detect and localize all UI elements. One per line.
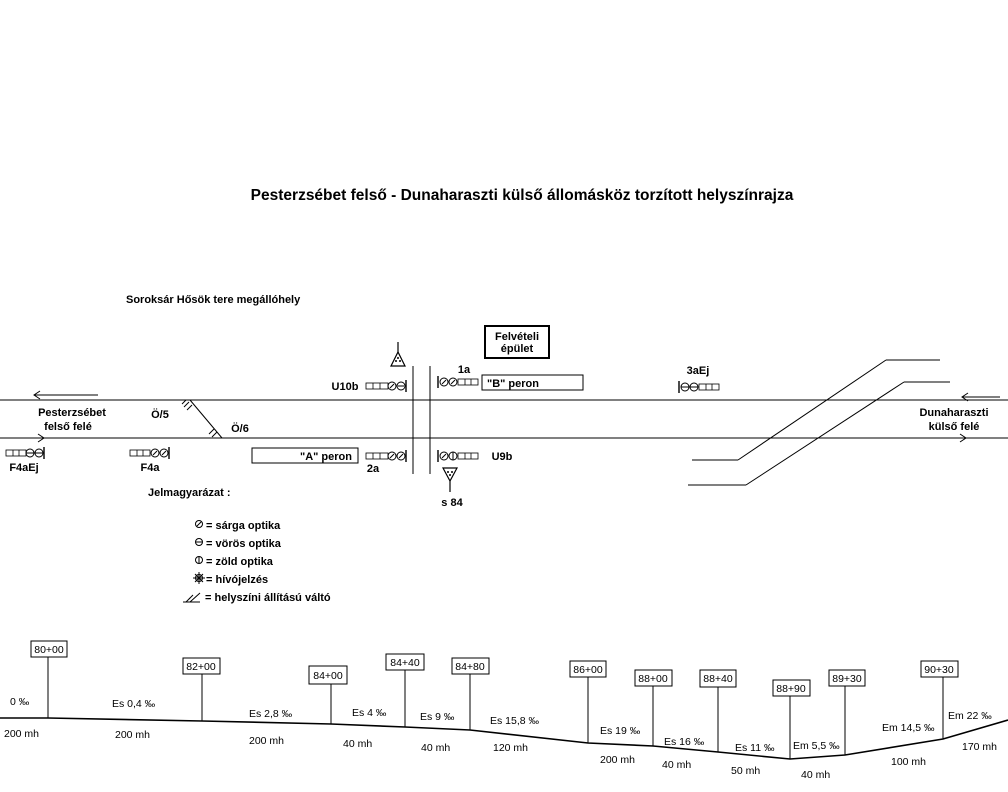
building-label-line2: épület — [501, 343, 534, 355]
right-lower-arrow — [905, 433, 967, 443]
gradient-label-8: Es 16 ‰ — [664, 736, 705, 748]
right-direction-line2: külső felé — [929, 421, 980, 433]
stop-name-label: Soroksár Hősök tere megállóhely — [126, 294, 301, 306]
length-label-8: 40 mh — [662, 759, 691, 771]
signal-3aej-icon — [678, 381, 720, 393]
green-optic-icon — [195, 556, 203, 564]
building-label-line1: Felvételi — [495, 331, 539, 343]
platform-b-label: "B" peron — [487, 378, 539, 390]
length-label-7: 200 mh — [600, 754, 635, 766]
chainage-label-1: 80+00 — [34, 644, 64, 656]
hand-switch-icon — [183, 592, 201, 603]
legend-title: Jelmagyarázat : — [148, 487, 231, 499]
diagram-title: Pesterzsébet felső - Dunaharaszti külső … — [251, 187, 794, 204]
chainage-label-3: 84+00 — [313, 670, 343, 682]
right-direction-line1: Dunaharaszti — [919, 407, 988, 419]
gradient-label-3: Es 2,8 ‰ — [249, 708, 293, 720]
gradient-label-11: Em 14,5 ‰ — [882, 722, 935, 734]
signal-u9b-icon — [437, 450, 479, 462]
triangle-sign-top-icon — [390, 342, 406, 367]
right-siding-lines — [688, 359, 950, 486]
chainage-label-11: 90+30 — [924, 664, 954, 676]
left-direction-line1: Pesterzsébet — [38, 407, 106, 419]
signal-1a-icon — [437, 376, 479, 388]
chainage-label-7: 88+00 — [638, 673, 668, 685]
chainage-label-10: 89+30 — [832, 673, 862, 685]
length-label-10: 40 mh — [801, 769, 830, 781]
signal-f4aej-label: F4aEj — [9, 462, 38, 474]
yellow-optic-icon — [195, 520, 203, 528]
signal-u9b-label: U9b — [492, 451, 513, 463]
red-optic-icon — [195, 538, 203, 546]
chainage-label-4: 84+40 — [390, 657, 420, 669]
crossover-switch — [189, 399, 223, 439]
gradient-label-10: Em 5,5 ‰ — [793, 740, 840, 752]
signal-f4aej-icon — [5, 447, 45, 459]
switch-hatch-icon — [181, 399, 218, 438]
chainage-label-5: 84+80 — [455, 661, 485, 673]
length-label-5: 40 mh — [421, 742, 450, 754]
gradient-label-6: Es 15,8 ‰ — [490, 715, 540, 727]
chainage-label-9: 88+90 — [776, 683, 806, 695]
left-upper-arrow — [33, 390, 98, 400]
signal-f4a-label: F4a — [141, 462, 161, 474]
switch-label-o5: Ö/5 — [151, 408, 169, 421]
legend-item-1: = sárga optika — [206, 520, 281, 532]
call-on-signal-icon — [193, 572, 205, 584]
gradient-label-2: Es 0,4 ‰ — [112, 698, 156, 710]
legend-item-5: = helyszíni állítású váltó — [205, 592, 331, 604]
s84-sign-icon — [441, 467, 459, 492]
chainage-label-6: 86+00 — [573, 664, 603, 676]
gradient-label-12: Em 22 ‰ — [948, 710, 992, 722]
gradient-label-7: Es 19 ‰ — [600, 725, 641, 737]
gradient-label-4: Es 4 ‰ — [352, 707, 387, 719]
platform-b — [481, 374, 584, 391]
signal-s84-label: s 84 — [441, 497, 463, 509]
length-label-4: 40 mh — [343, 738, 372, 750]
reception-building — [484, 325, 550, 359]
length-label-11: 100 mh — [891, 756, 926, 768]
signal-2a-icon — [365, 450, 407, 462]
signal-3aej-label: 3aEj — [687, 365, 710, 377]
chainage-label-8: 88+40 — [703, 673, 733, 685]
gradient-label-5: Es 9 ‰ — [420, 711, 455, 723]
length-label-3: 200 mh — [249, 735, 284, 747]
gradient-label-9: Es 11 ‰ — [735, 742, 775, 754]
length-label-6: 120 mh — [493, 742, 528, 754]
signal-2a-label: 2a — [367, 463, 380, 475]
length-label-1: 200 mh — [4, 728, 39, 740]
chainage-label-2: 82+00 — [186, 661, 216, 673]
right-upper-arrow — [961, 392, 1000, 402]
signal-u10b-icon — [365, 380, 407, 392]
signal-1a-label: 1a — [458, 364, 471, 376]
length-label-9: 50 mh — [731, 765, 760, 777]
gradient-label-1: 0 ‰ — [10, 696, 30, 708]
platform-a — [251, 447, 359, 464]
length-label-12: 170 mh — [962, 741, 997, 753]
left-direction-line2: felső felé — [44, 421, 92, 433]
platform-a-label: "A" peron — [300, 451, 352, 463]
signal-u10b-label: U10b — [332, 381, 359, 393]
legend-item-3: = zöld optika — [206, 556, 274, 568]
left-lower-arrow — [6, 433, 45, 443]
legend-item-2: = vörös optika — [206, 538, 282, 550]
signal-f4a-icon — [129, 447, 170, 459]
chainage-boxes — [30, 640, 959, 697]
legend-item-4: = hívójelzés — [206, 574, 268, 586]
switch-label-o6: Ö/6 — [231, 422, 249, 435]
length-label-2: 200 mh — [115, 729, 150, 741]
profile-markers — [47, 656, 944, 759]
